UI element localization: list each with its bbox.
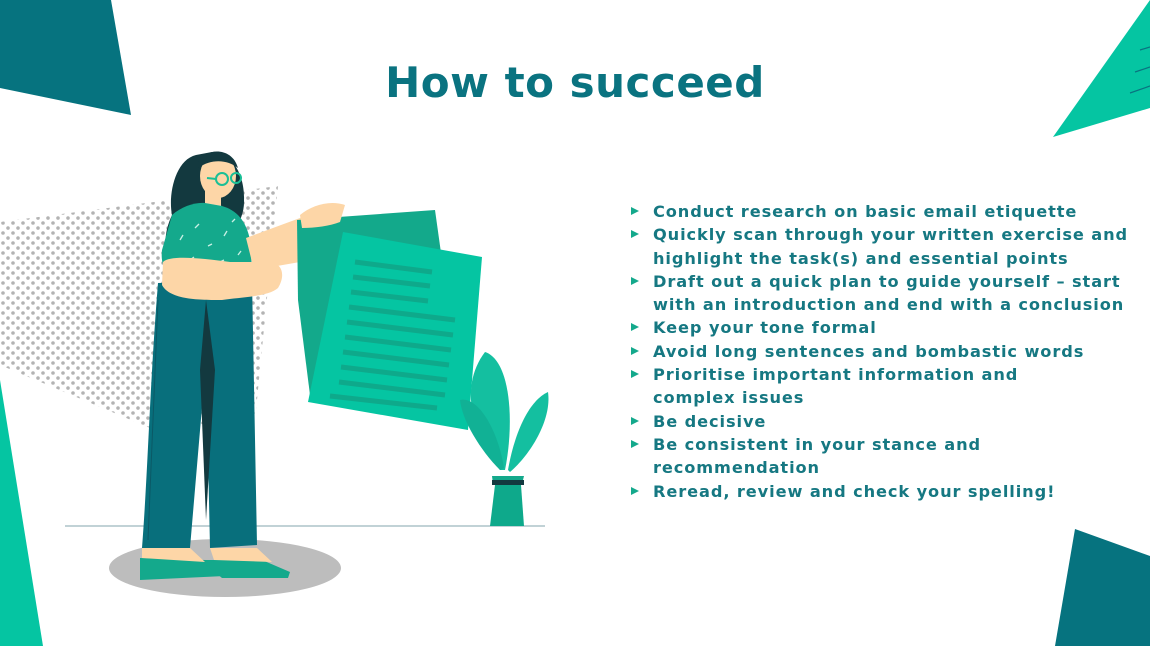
bottom-left-shape	[0, 380, 43, 646]
bullet-arrow-icon	[631, 323, 639, 332]
potted-plant	[460, 352, 549, 526]
top-right-shape	[1053, 0, 1150, 137]
tip-item: Avoid long sentences and bombastic words	[630, 340, 1130, 363]
bullet-arrow-icon	[631, 439, 639, 448]
tip-item: Draft out a quick plan to guide yourself…	[630, 270, 1130, 317]
tip-item: Be decisive	[630, 410, 1130, 433]
bullet-arrow-icon	[631, 370, 639, 379]
tip-item: Quickly scan through your written exerci…	[630, 223, 1130, 270]
bottom-right-shape	[1055, 529, 1150, 646]
tip-item: Be consistent in your stance and recomme…	[630, 433, 1130, 480]
documents	[297, 203, 482, 430]
bullet-arrow-icon	[631, 230, 639, 239]
bullet-arrow-icon	[631, 486, 639, 495]
bullet-arrow-icon	[631, 416, 639, 425]
bullet-arrow-icon	[631, 346, 639, 355]
bullet-arrow-icon	[631, 207, 639, 215]
page-title: How to succeed	[385, 58, 765, 107]
top-left-shape	[0, 0, 131, 115]
woman-figure	[140, 151, 342, 580]
tip-item: Keep your tone formal	[630, 316, 1130, 339]
bullet-arrow-icon	[631, 276, 639, 285]
tip-item: Conduct research on basic email etiquett…	[630, 200, 1130, 223]
tips-list: Conduct research on basic email etiquett…	[630, 200, 1130, 503]
tip-item: Reread, review and check your spelling!	[630, 480, 1130, 503]
